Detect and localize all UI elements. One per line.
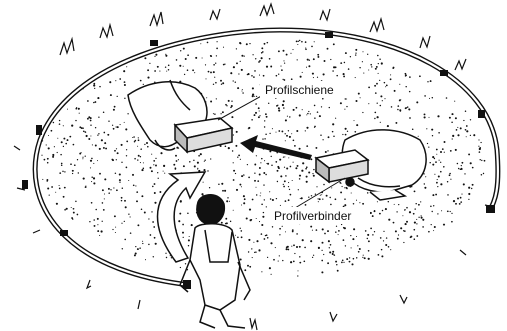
rail-label: Profilschiene (265, 83, 334, 97)
rail-piece-icon (175, 118, 232, 152)
arrow-icon (240, 135, 312, 160)
worker-figure-icon (180, 195, 250, 328)
connector-label: Profilverbinder (274, 209, 351, 223)
